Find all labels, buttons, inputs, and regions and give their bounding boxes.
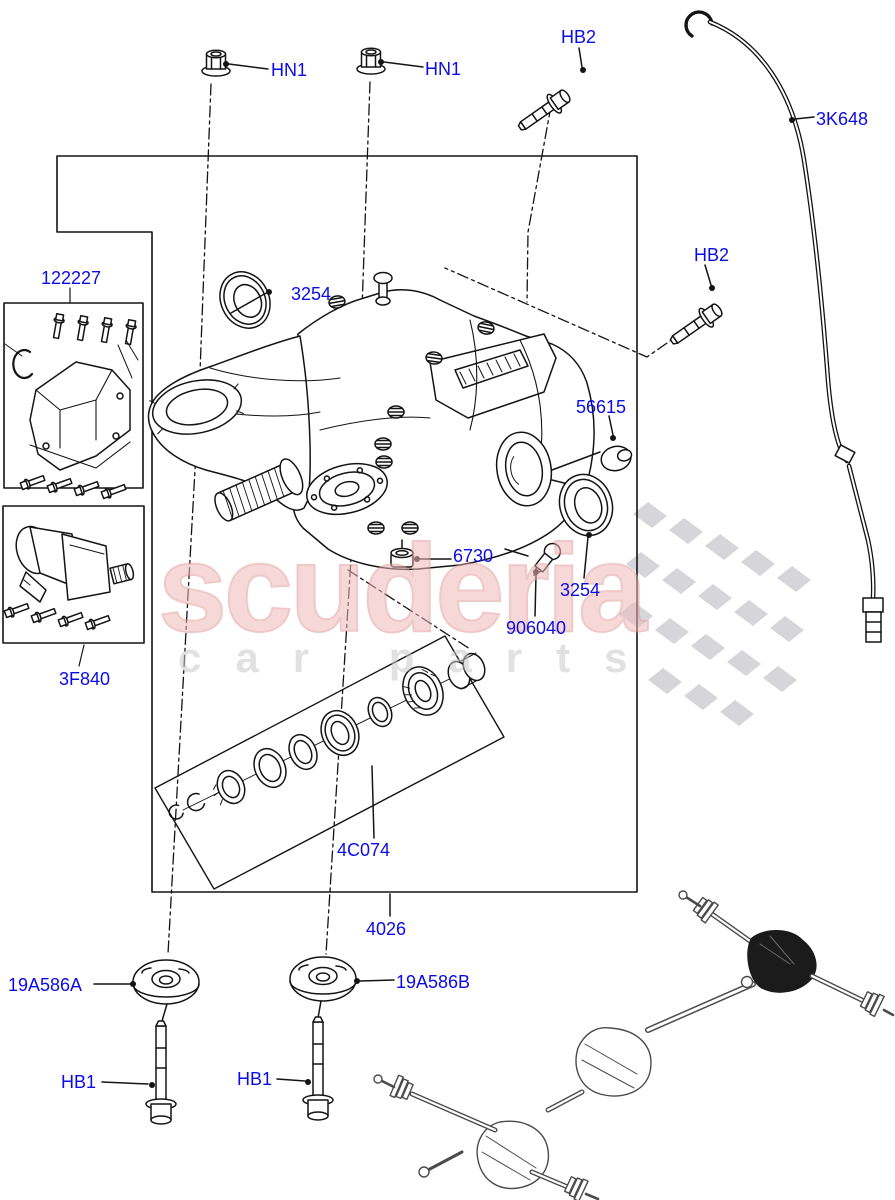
bushing-a [93,959,200,1022]
bolt-hb2-1 [512,84,575,138]
leader-dots [130,59,795,1088]
seal-side [558,473,614,579]
bolt-hb1-2 [276,1016,334,1121]
bolt-hb2-2 [664,298,727,352]
differential-housing [147,271,595,571]
mount-kit-box [3,287,144,501]
vent-fitting [373,271,393,306]
speed-sensor [504,542,562,617]
breather-hose [684,10,884,643]
frame-outline [56,155,638,893]
actuator-box [2,505,145,667]
bolt-hb1-1 [101,1020,177,1125]
bushing-b [289,956,395,1019]
checker-flag-watermark [619,502,811,726]
seal-top [219,271,271,329]
drain-plug [390,539,452,568]
drivetrain-thumbnail [373,890,895,1200]
bearing-kit [154,635,505,890]
leader-lines [228,47,815,286]
